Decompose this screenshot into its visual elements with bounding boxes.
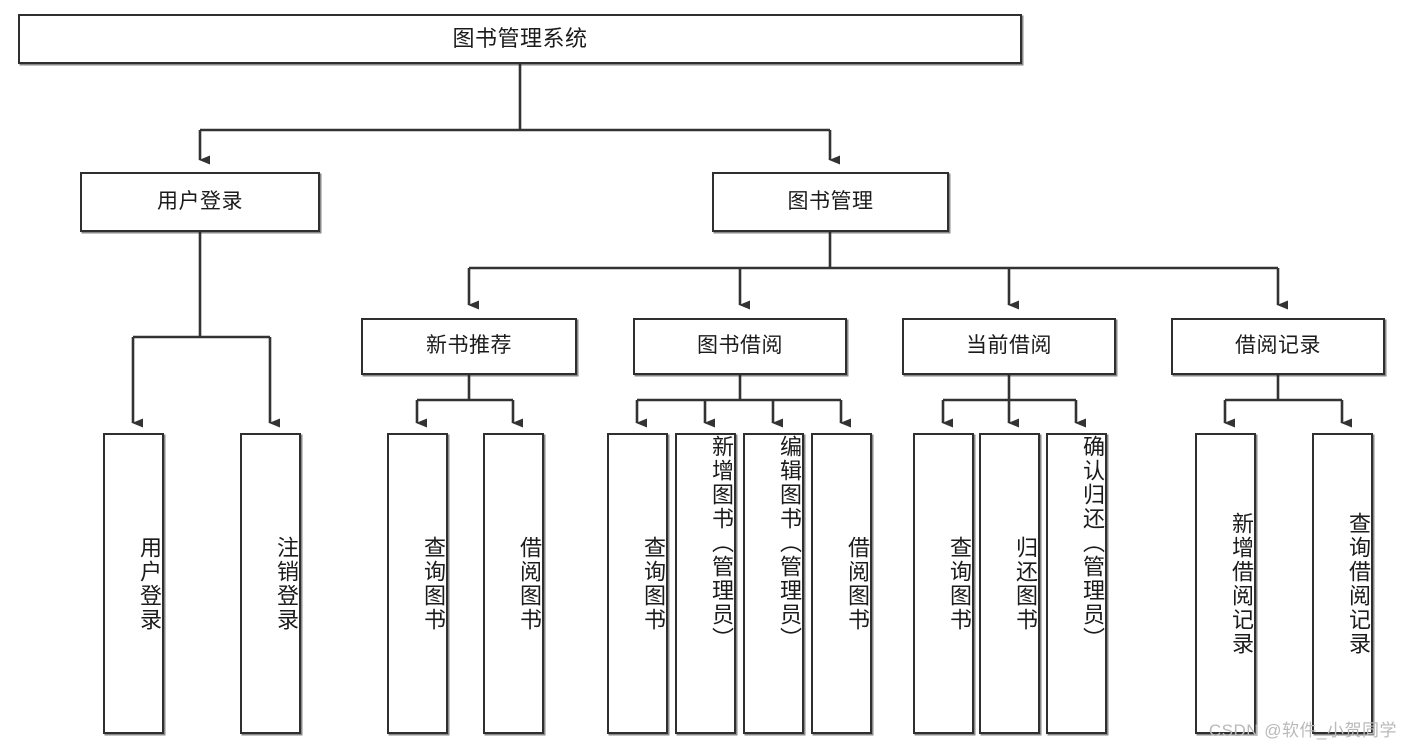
node-label: 当前借阅 xyxy=(966,334,1052,358)
node-label: 查询图书 xyxy=(421,535,446,632)
leaf-logout[interactable]: 注销登录 xyxy=(240,433,301,734)
node-new-book-recommendation[interactable]: 新书推荐 xyxy=(361,318,577,375)
node-label: 确认归还（管理员） xyxy=(1080,435,1105,651)
leaf-add-book-admin[interactable]: 新增图书（管理员） xyxy=(675,433,736,734)
leaf-user-login[interactable]: 用户登录 xyxy=(103,433,164,734)
leaf-return-books[interactable]: 归还图书 xyxy=(979,433,1040,734)
node-book-management[interactable]: 图书管理 xyxy=(712,172,949,232)
node-label: 用户登录 xyxy=(137,535,162,632)
node-label: 借阅图书 xyxy=(517,535,542,632)
leaf-query-books-current[interactable]: 查询图书 xyxy=(913,433,974,734)
node-label: 查询图书 xyxy=(641,535,666,632)
watermark-text: CSDN @软件_小贺同学 xyxy=(1208,721,1397,740)
node-label: 编辑图书（管理员） xyxy=(777,435,802,651)
leaf-borrow-books-recommend[interactable]: 借阅图书 xyxy=(483,433,544,734)
node-label: 借阅记录 xyxy=(1235,334,1321,358)
leaf-query-books-borrow[interactable]: 查询图书 xyxy=(607,433,668,734)
leaf-add-borrow-record[interactable]: 新增借阅记录 xyxy=(1195,433,1256,734)
node-label: 用户登录 xyxy=(157,189,243,213)
node-current-borrowing[interactable]: 当前借阅 xyxy=(902,318,1116,375)
node-label: 图书管理系统 xyxy=(452,26,588,52)
leaf-query-books-recommend[interactable]: 查询图书 xyxy=(387,433,448,734)
node-label: 查询借阅记录 xyxy=(1346,511,1371,656)
node-label: 借阅图书 xyxy=(845,535,870,632)
leaf-query-borrow-record[interactable]: 查询借阅记录 xyxy=(1312,433,1373,734)
node-label: 归还图书 xyxy=(1013,535,1038,632)
leaf-confirm-return-admin[interactable]: 确认归还（管理员） xyxy=(1046,433,1107,734)
node-borrowing-record[interactable]: 借阅记录 xyxy=(1171,318,1385,375)
node-label: 查询图书 xyxy=(947,535,972,632)
node-book-borrowing[interactable]: 图书借阅 xyxy=(633,318,847,375)
node-label: 注销登录 xyxy=(274,535,299,632)
leaf-edit-book-admin[interactable]: 编辑图书（管理员） xyxy=(743,433,804,734)
node-label: 新增图书（管理员） xyxy=(709,435,734,651)
leaf-borrow-books[interactable]: 借阅图书 xyxy=(811,433,872,734)
node-label: 图书借阅 xyxy=(697,334,783,358)
node-label: 新增借阅记录 xyxy=(1229,511,1254,656)
node-root-book-management-system[interactable]: 图书管理系统 xyxy=(18,14,1022,64)
node-label: 图书管理 xyxy=(787,189,874,213)
node-label: 新书推荐 xyxy=(426,334,512,358)
node-user-login[interactable]: 用户登录 xyxy=(80,172,320,232)
